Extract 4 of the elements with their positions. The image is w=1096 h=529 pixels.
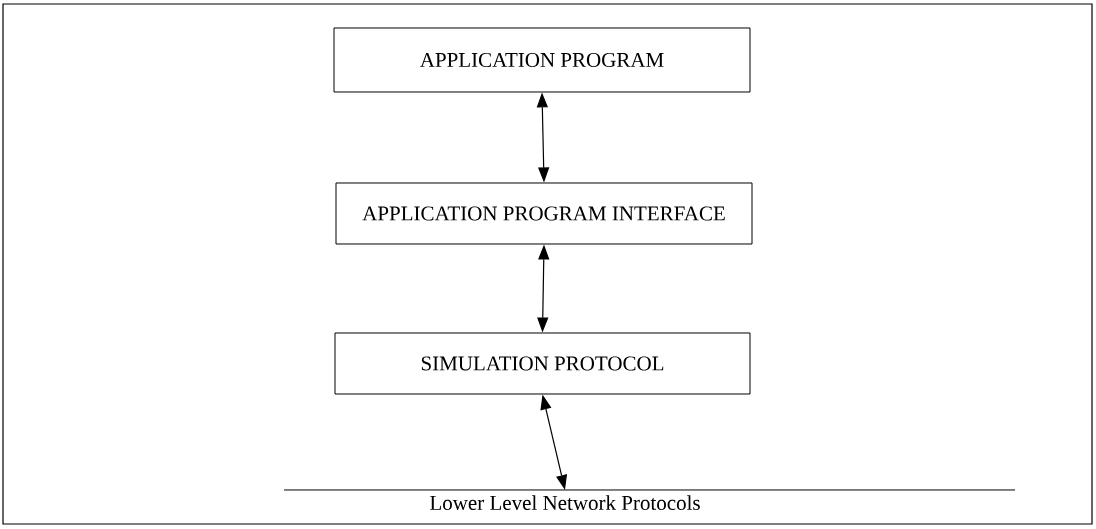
layer-band: Lower Level Network Protocols [283, 489, 1016, 510]
layer-box: APPLICATION PROGRAM [333, 27, 751, 93]
layer-box: SIMULATION PROTOCOL [334, 332, 751, 395]
layer-box: APPLICATION PROGRAM INTERFACE [335, 182, 753, 245]
